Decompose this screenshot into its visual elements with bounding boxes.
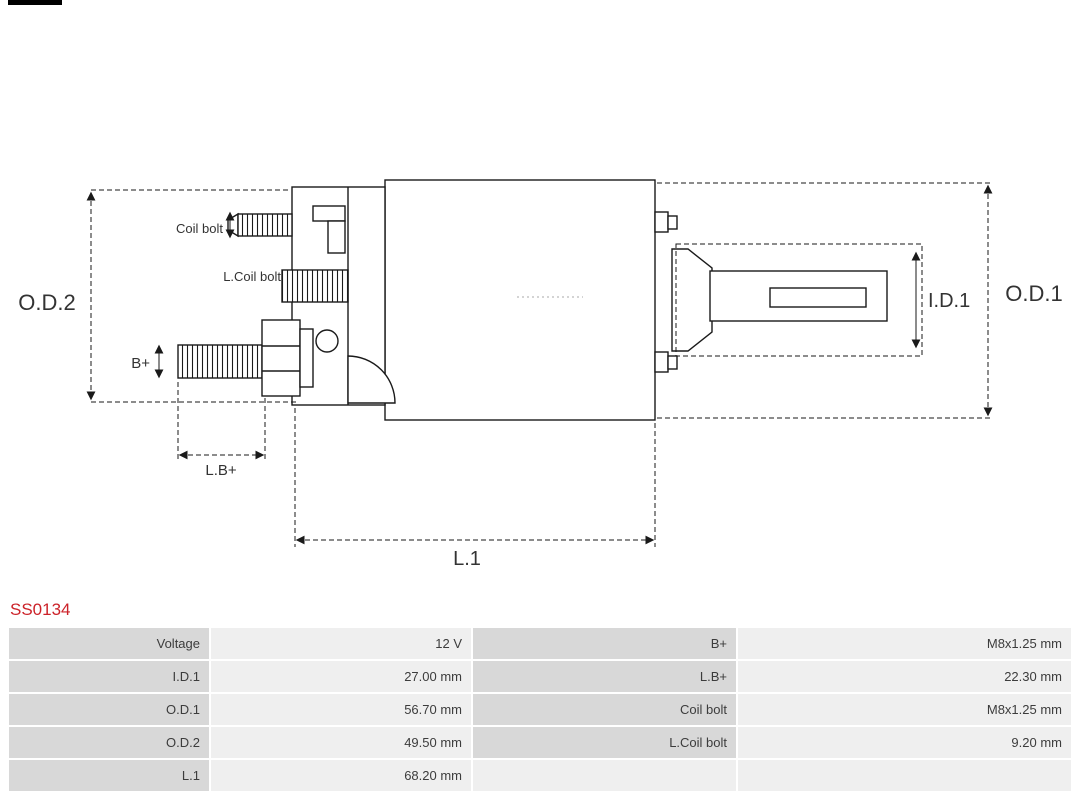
bottom-boot: [347, 355, 396, 404]
coil-bolt-label: Coil bolt: [176, 221, 223, 236]
l-coil-bolt-thread: [281, 269, 349, 303]
spec-table: Voltage 12 V B+ M8x1.25 mm I.D.1 27.00 m…: [9, 628, 1071, 791]
top-left-mark: [8, 0, 62, 5]
top-tab-tip: [667, 215, 678, 230]
shaft-slot: [769, 287, 867, 308]
spec-empty-cell: [738, 760, 1071, 791]
part-number: SS0134: [10, 600, 71, 619]
od1-label: O.D.1: [1005, 281, 1062, 306]
b-plus-thread: [177, 344, 263, 379]
dimension-lines: [86, 182, 993, 547]
spec-label: O.D.2: [9, 727, 209, 758]
b-plus-nut: [261, 319, 301, 397]
spec-value: 56.70 mm: [211, 694, 471, 725]
spec-label: I.D.1: [9, 661, 209, 692]
cap-hole: [315, 329, 339, 353]
b-plus-washer: [299, 328, 314, 388]
spec-label: Coil bolt: [473, 694, 736, 725]
top-tab: [654, 211, 669, 233]
main-body: [384, 179, 656, 421]
spec-label: Voltage: [9, 628, 209, 659]
coil-terminal-bracket: [312, 205, 346, 222]
spec-value: 27.00 mm: [211, 661, 471, 692]
spec-value: 49.50 mm: [211, 727, 471, 758]
coil-bolt-thread: [237, 213, 293, 237]
bottom-tab: [654, 351, 669, 373]
spec-label: L.1: [9, 760, 209, 791]
coil-terminal-bracket-lower: [327, 220, 346, 254]
spec-label: B+: [473, 628, 736, 659]
spec-value: 9.20 mm: [738, 727, 1071, 758]
flange: [671, 248, 713, 352]
spec-value: 12 V: [211, 628, 471, 659]
b-plus-label: B+: [131, 355, 150, 372]
dimension-labels: O.D.2 O.D.1 I.D.1 Coil bolt L.Coil bolt …: [18, 221, 1062, 570]
spec-value: M8x1.25 mm: [738, 628, 1071, 659]
l1-label: L.1: [453, 548, 481, 570]
spec-empty-cell: [473, 760, 736, 791]
l-coil-bolt-label: L.Coil bolt: [223, 269, 281, 284]
spec-value: 68.20 mm: [211, 760, 471, 791]
spec-label: L.B+: [473, 661, 736, 692]
l-b-plus-label: L.B+: [205, 462, 237, 479]
spec-label: O.D.1: [9, 694, 209, 725]
id1-boundary: [675, 243, 923, 357]
solenoid-body-group: [177, 179, 888, 421]
id1-label: I.D.1: [928, 290, 970, 312]
spec-value: 22.30 mm: [738, 661, 1071, 692]
spec-value: M8x1.25 mm: [738, 694, 1071, 725]
solenoid-technical-drawing: O.D.2 O.D.1 I.D.1 Coil bolt L.Coil bolt …: [18, 179, 1063, 570]
bottom-tab-tip: [667, 355, 678, 370]
spec-label: L.Coil bolt: [473, 727, 736, 758]
od2-label: O.D.2: [18, 290, 75, 315]
